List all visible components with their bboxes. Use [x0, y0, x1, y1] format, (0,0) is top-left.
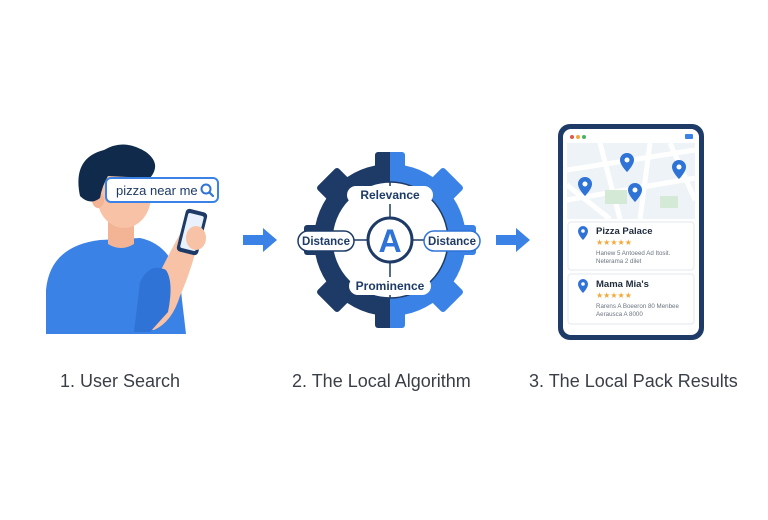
results-tablet: Pizza Palace ★★★★★ Hanew 5 Antoeed Ad It… [558, 124, 704, 340]
map-pin-icon [628, 183, 642, 202]
step-2-caption: 2. The Local Algorithm [292, 371, 471, 391]
result-card[interactable]: Mama Mia's ★★★★★ Rarens A Boeeron 80 Men… [567, 273, 695, 325]
map-pin-icon [672, 160, 686, 179]
window-dot-icon [576, 135, 580, 139]
map-pin-icon [578, 226, 588, 240]
arrow-right-icon [496, 228, 530, 252]
search-bar[interactable]: pizza near me [105, 177, 219, 203]
arrow-right-icon [243, 228, 277, 252]
window-dot-icon [582, 135, 586, 139]
step-3-caption: 3. The Local Pack Results [529, 371, 738, 391]
step-1-caption: 1. User Search [60, 371, 181, 391]
result-rating: ★★★★★ [596, 291, 632, 300]
result-address: Hanew 5 Antoeed Ad Itosit. [596, 250, 671, 257]
person-hand [186, 226, 206, 250]
search-query-text: pizza near me [116, 183, 198, 198]
person-hair [78, 144, 156, 202]
user-search-illustration [46, 144, 208, 334]
factor-relevance: Relevance [360, 188, 420, 202]
results-map [565, 141, 698, 221]
factor-distance-left: Distance [302, 236, 350, 248]
algorithm-center-letter: A [378, 223, 401, 259]
result-rating: ★★★★★ [596, 238, 632, 247]
map-pin-icon [578, 177, 592, 196]
result-address-2: Aerausca A 8000 [596, 311, 643, 318]
result-name[interactable]: Mama Mia's [596, 279, 649, 290]
result-address: Rarens A Boeeron 80 Menbee [596, 303, 679, 310]
map-pin-icon [620, 153, 634, 172]
algorithm-gear: A Relevance Distance Distance Prominence [297, 152, 481, 328]
person-sleeve [134, 267, 171, 332]
search-icon[interactable] [200, 183, 215, 198]
result-address-2: Neterama 2 dilet [596, 258, 642, 265]
map-pin-icon [578, 279, 588, 293]
factor-distance-right: Distance [428, 236, 476, 248]
result-card[interactable]: Pizza Palace ★★★★★ Hanew 5 Antoeed Ad It… [567, 221, 695, 271]
factor-prominence: Prominence [356, 279, 425, 293]
result-name[interactable]: Pizza Palace [596, 226, 653, 237]
window-dot-icon [570, 135, 574, 139]
